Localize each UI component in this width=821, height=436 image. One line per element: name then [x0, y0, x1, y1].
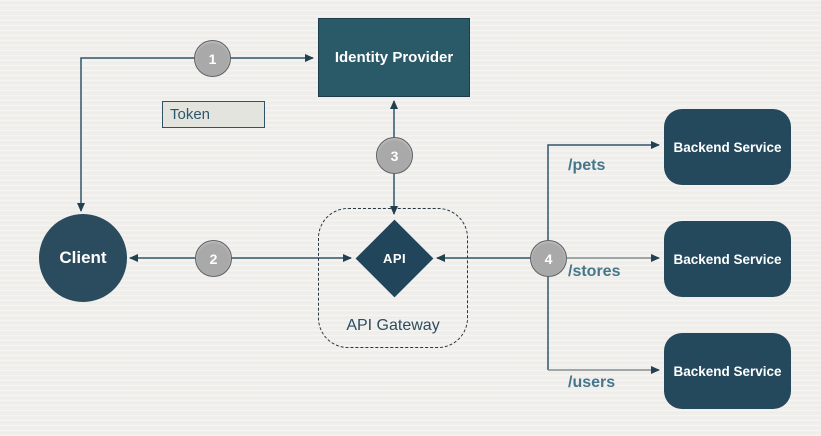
backend-service-label: Backend Service: [673, 251, 782, 267]
route-label-pets: /pets: [568, 157, 606, 174]
backend-service-node: Backend Service: [664, 221, 791, 297]
backend-service-label: Backend Service: [673, 363, 782, 379]
step-number: 1: [208, 50, 217, 67]
route-label-stores: /stores: [568, 263, 621, 280]
route-label-users: /users: [568, 374, 616, 391]
step-circle-2: 2: [195, 240, 232, 277]
client-node: Client: [39, 214, 127, 302]
step-circle-1: 1: [194, 40, 231, 77]
api-label: API: [382, 250, 407, 266]
identity-provider-label: Identity Provider: [334, 49, 454, 66]
token-box: Token: [162, 101, 265, 128]
step-number: 2: [209, 250, 218, 267]
backend-service-node: Backend Service: [664, 333, 791, 409]
token-label: Token: [170, 106, 211, 123]
identity-provider-node: Identity Provider: [318, 18, 470, 97]
step-number: 3: [390, 147, 399, 164]
step-number: 4: [544, 250, 553, 267]
api-gateway-label: API Gateway: [346, 317, 440, 334]
step-circle-4: 4: [530, 240, 567, 277]
step-circle-3: 3: [376, 137, 413, 174]
backend-service-label: Backend Service: [673, 139, 782, 155]
backend-service-node: Backend Service: [664, 109, 791, 185]
api-gateway-container: API Gateway: [318, 208, 468, 348]
client-label: Client: [59, 248, 107, 267]
